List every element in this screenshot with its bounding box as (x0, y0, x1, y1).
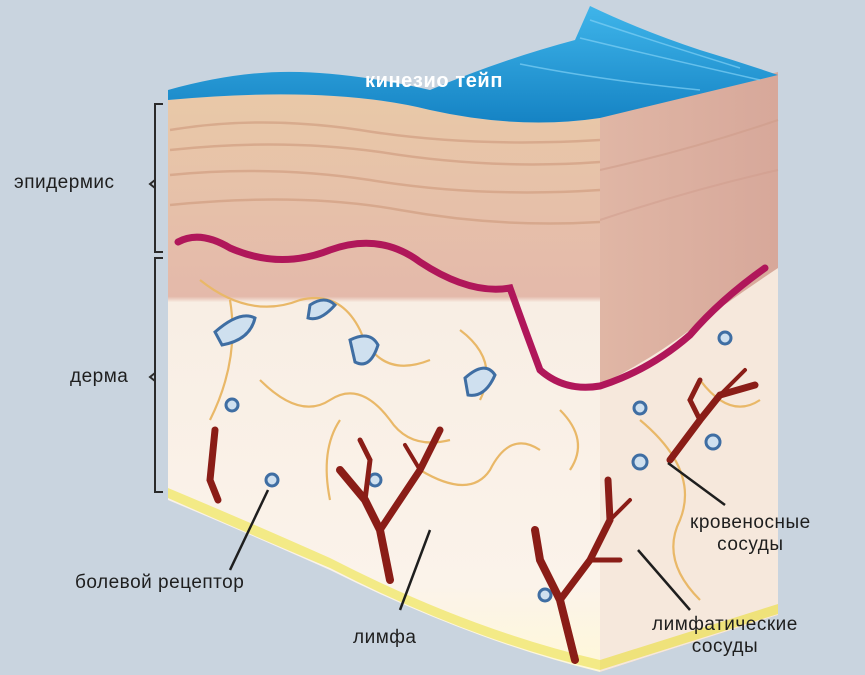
dermis-label: дерма (70, 366, 128, 388)
tape-label: кинезио тейп (365, 70, 503, 93)
dermis-bracket (150, 258, 163, 492)
epidermis-label: эпидермис (14, 172, 115, 194)
lymph-vessels-label: лимфатические сосуды (652, 614, 798, 658)
epidermis-bracket (150, 104, 163, 252)
pain-receptor-label: болевой рецептор (75, 572, 244, 594)
lymph-label: лимфа (353, 627, 416, 649)
blood-vessels-label: кровеносные сосуды (690, 512, 811, 556)
